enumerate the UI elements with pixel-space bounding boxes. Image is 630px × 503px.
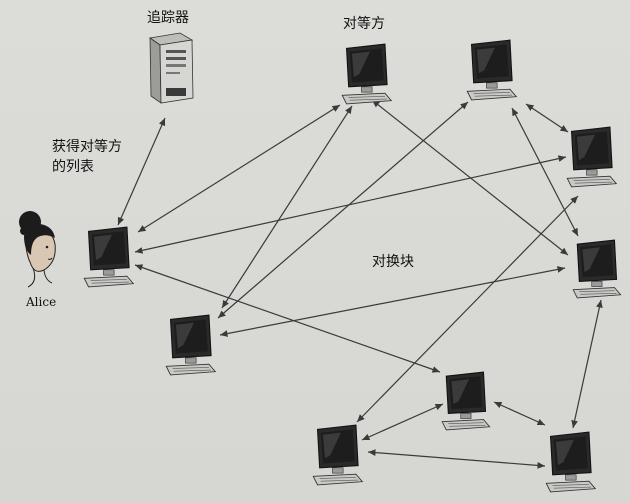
swap-chunks-label: 对换块 (372, 254, 414, 270)
arrow-peermid-peerbottom (361, 403, 444, 441)
arrow-peerbl-peer-right2 (219, 266, 566, 337)
peer-right1-computer-icon (566, 126, 617, 188)
peer-right2-computer-icon (572, 239, 622, 299)
arrow-peertr-peer-right2 (511, 107, 579, 237)
arrow-peertop-peer-right2 (371, 99, 569, 256)
alice-label: Alice (26, 295, 57, 309)
arrow-peerbottom-peerbr (367, 449, 546, 469)
peer-top-computer-icon (341, 43, 392, 105)
peer-bottom-right-computer-icon (545, 431, 596, 493)
get-peer-list-label: 获得对等方的列表 (52, 139, 122, 175)
tracker-label: 追踪器 (147, 10, 189, 26)
peer-bottom-computer-icon (312, 424, 363, 486)
alice-avatar-icon (19, 211, 56, 288)
arrow-peerright2-peerbr (571, 299, 603, 429)
peer-alice-computer-icon (83, 226, 134, 288)
arrow-peerbl-peer-top (221, 105, 353, 309)
peer-bottom-left-computer-icon (165, 314, 216, 376)
arrow-peerbl-peer-topright (217, 101, 469, 319)
arrow-peertr-peer-right1 (525, 103, 569, 133)
arrow-peerright1-peerbottom (356, 195, 579, 423)
arrow-peermid-peerbr (493, 401, 546, 426)
tracker-server-icon (148, 32, 194, 104)
peer-top-right-computer-icon (466, 39, 517, 101)
arrow-alice-peer-right (134, 155, 567, 254)
peer-mid-computer-icon (441, 371, 491, 431)
peer-label: 对等方 (343, 16, 385, 32)
